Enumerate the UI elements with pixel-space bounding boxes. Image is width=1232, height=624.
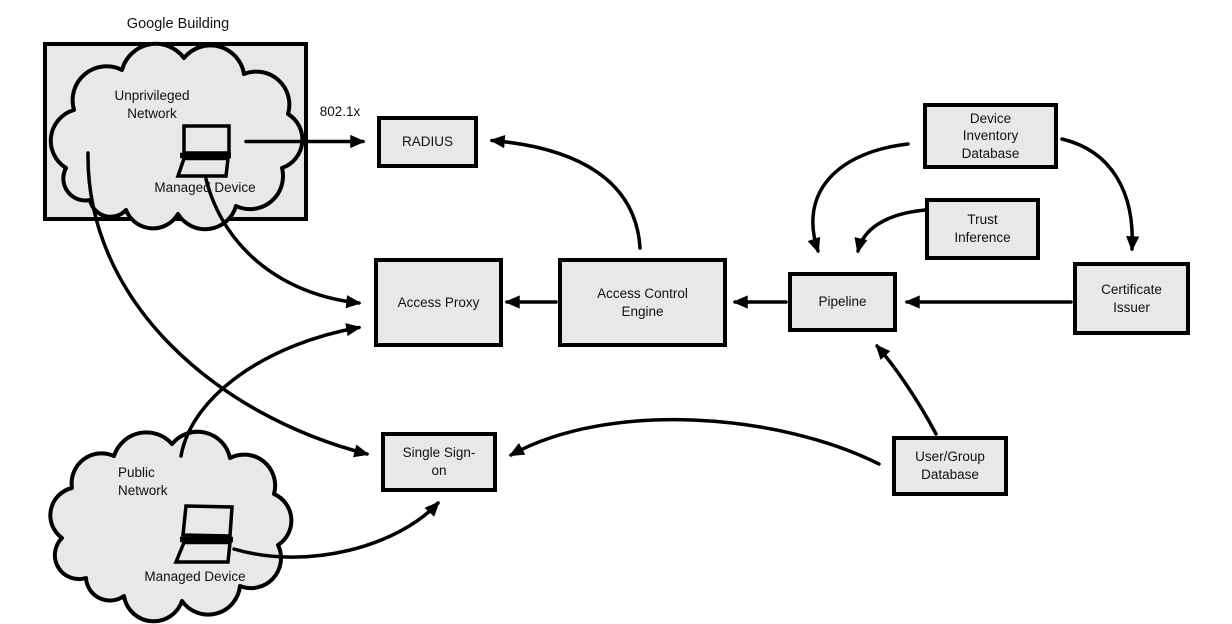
node-pipeline-label: Pipeline — [818, 294, 867, 310]
public-network-cloud — [48, 429, 294, 624]
unprivileged-network-cloud — [48, 41, 305, 232]
arrow-trust-inference-to-pipeline — [854, 208, 927, 254]
node-device-inventory-database-label: Device Inventory Database — [961, 110, 1020, 161]
arrow-public-cloud-to-access-proxy — [179, 323, 362, 458]
dot1x-edge-label: 802.1x — [319, 104, 361, 119]
node-access-proxy-label: Access Proxy — [397, 294, 480, 310]
node-certificate-issuer-label: Certificate Issuer — [1101, 281, 1162, 315]
arrow-user-group-db-to-pipeline — [875, 344, 938, 436]
node-user-group-database-label: User/Group Database — [915, 449, 985, 482]
node-radius: RADIUS — [377, 116, 478, 168]
node-certificate-issuer: Certificate Issuer — [1073, 262, 1190, 335]
node-access-control-engine-label: Access Control Engine — [597, 285, 688, 319]
public-network-label: Public Network — [118, 465, 168, 498]
node-device-inventory-database: Device Inventory Database — [923, 103, 1058, 169]
managed-device-laptop-icon-public — [173, 504, 234, 564]
arrow-user-group-db-to-sso — [508, 417, 881, 466]
managed-device-label-unprivileged: Managed Device — [154, 180, 256, 195]
node-trust-inference-label: Trust Inference — [954, 212, 1011, 245]
arrow-device-inventory-to-pipeline — [807, 142, 910, 254]
node-single-sign-on: Single Sign-on — [381, 432, 497, 492]
node-pipeline: Pipeline — [788, 272, 897, 332]
node-access-control-engine: Access Control Engine — [558, 258, 727, 347]
arrow-unprivileged-device-to-access-proxy — [204, 177, 362, 309]
node-single-sign-on-label: Single Sign-on — [402, 445, 476, 478]
managed-device-label-public: Managed Device — [144, 569, 246, 584]
unprivileged-network-label: Unprivileged Network — [114, 88, 190, 121]
arrow-public-device-to-sso — [232, 501, 440, 559]
node-radius-label: RADIUS — [401, 134, 453, 150]
managed-device-laptop-icon-unprivileged — [175, 124, 231, 178]
node-trust-inference: Trust Inference — [925, 198, 1040, 260]
arrow-unprivileged-cloud-to-sso — [86, 151, 370, 458]
arrow-ace-to-radius — [489, 135, 642, 250]
google-building-label: Google Building — [126, 16, 230, 32]
node-user-group-database: User/Group Database — [892, 436, 1008, 496]
arrow-device-inventory-to-cert-issuer — [1060, 137, 1140, 252]
node-access-proxy: Access Proxy — [374, 258, 503, 347]
